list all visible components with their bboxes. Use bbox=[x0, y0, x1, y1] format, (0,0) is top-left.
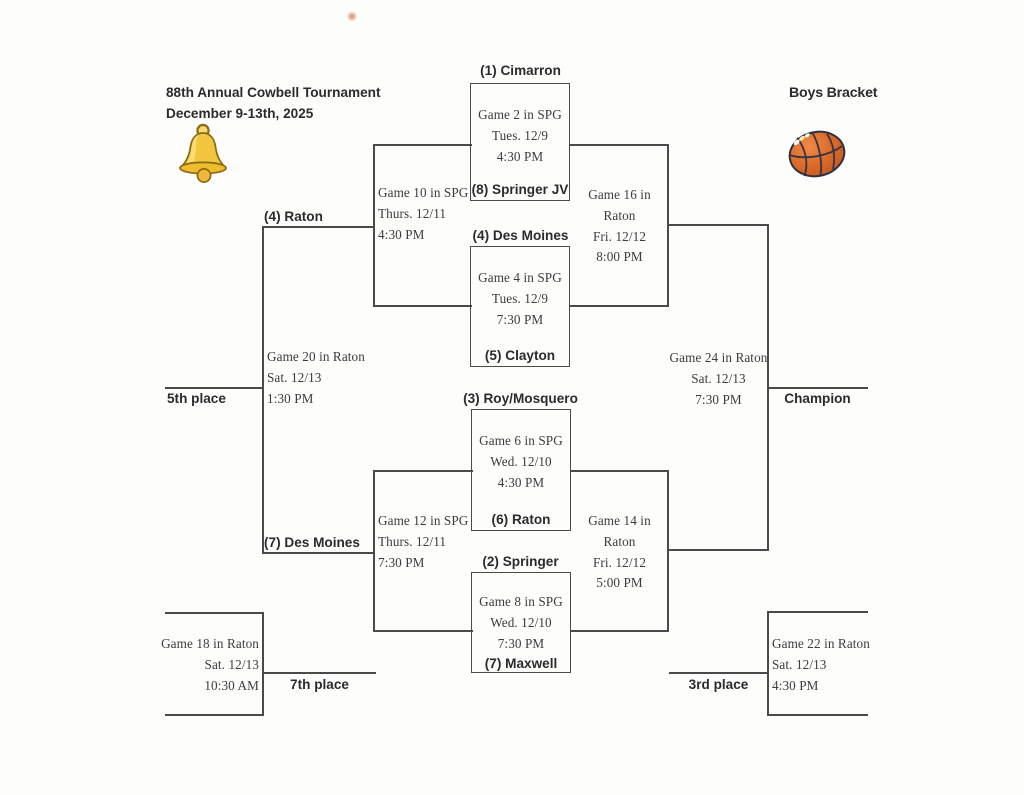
bracket-title: Boys Bracket bbox=[789, 85, 878, 101]
game-24-label: Game 24 in Raton Sat. 12/13 7:30 PM bbox=[669, 348, 768, 410]
seed-raton-semifinal: (4) Raton bbox=[264, 209, 323, 224]
game-16-label: Game 16 in Raton Fri. 12/12 8:00 PM bbox=[571, 185, 668, 268]
game-8-date: Wed. 12/10 bbox=[490, 614, 552, 630]
game-4-date: Tues. 12/9 bbox=[491, 290, 549, 306]
game-10-time: 4:30 PM bbox=[378, 226, 425, 242]
line-game4-winner-left bbox=[374, 305, 472, 307]
game-18-time: 10:30 AM bbox=[204, 677, 259, 693]
game-6-time: 4:30 PM bbox=[497, 474, 545, 490]
seed-cimarron: (1) Cimarron bbox=[480, 63, 561, 78]
tournament-title: 88th Annual Cowbell Tournament bbox=[166, 85, 381, 100]
line-game2-winner-right bbox=[569, 144, 669, 146]
game-10-date: Thurs. 12/11 bbox=[378, 205, 447, 221]
game-14-date: Fri. 12/12 bbox=[592, 554, 647, 570]
line-game14-winner bbox=[668, 549, 769, 551]
seventh-place-label: 7th place bbox=[290, 677, 349, 692]
game-6-location: Game 6 in SPG bbox=[479, 433, 563, 448]
game-8-location: Game 8 in SPG bbox=[479, 594, 563, 609]
line-champion bbox=[767, 387, 868, 389]
game-22-date: Sat. 12/13 bbox=[772, 656, 827, 672]
game-24-time: 7:30 PM bbox=[695, 391, 742, 407]
cowbell-icon bbox=[179, 123, 227, 183]
line-game16-bracket bbox=[667, 144, 669, 307]
game-12-date: Thurs. 12/11 bbox=[378, 533, 447, 549]
fifth-place-label: 5th place bbox=[167, 391, 226, 406]
game-24-date: Sat. 12/13 bbox=[691, 370, 746, 386]
game-8-details: Game 8 in SPG Wed. 12/10 7:30 PM bbox=[472, 592, 570, 654]
game-2-details: Game 2 in SPG Tues. 12/9 4:30 PM bbox=[471, 105, 569, 167]
line-seventh-top bbox=[165, 612, 264, 614]
game-2-time: 4:30 PM bbox=[496, 148, 544, 164]
line-desmoines-semifinal bbox=[263, 552, 375, 554]
line-game8-winner-right bbox=[570, 630, 669, 632]
game-16-time: 8:00 PM bbox=[596, 249, 643, 265]
game-14-label: Game 14 in Raton Fri. 12/12 5:00 PM bbox=[571, 511, 668, 594]
line-game6-winner-left bbox=[374, 470, 473, 472]
game-20-label: Game 20 in Raton Sat. 12/13 1:30 PM bbox=[267, 347, 377, 409]
line-game6-winner-right bbox=[570, 470, 669, 472]
game-6-details: Game 6 in SPG Wed. 12/10 4:30 PM bbox=[472, 431, 570, 493]
line-seventh-place bbox=[263, 672, 376, 674]
line-seventh-bottom bbox=[165, 714, 264, 716]
game-8-box: Game 8 in SPG Wed. 12/10 7:30 PM (7) Max… bbox=[471, 572, 571, 673]
game-20-time: 1:30 PM bbox=[267, 390, 314, 406]
line-game18-bracket bbox=[262, 612, 264, 716]
line-game16-winner bbox=[668, 224, 769, 226]
game-6-date: Wed. 12/10 bbox=[490, 453, 552, 469]
line-game20-bracket bbox=[262, 226, 264, 554]
line-raton-semifinal bbox=[263, 226, 375, 228]
game-4-box: Game 4 in SPG Tues. 12/9 7:30 PM (5) Cla… bbox=[470, 246, 570, 367]
line-game22-bracket bbox=[767, 611, 769, 716]
seed-springer-2: (2) Springer bbox=[482, 554, 559, 569]
seed-des-moines-4: (4) Des Moines bbox=[472, 228, 569, 243]
game-2-date: Tues. 12/9 bbox=[491, 127, 549, 143]
line-game10-bracket bbox=[373, 144, 375, 307]
game-16-location: Game 16 in Raton bbox=[588, 187, 651, 223]
game-18-location: Game 18 in Raton bbox=[161, 636, 259, 651]
line-third-place bbox=[669, 672, 768, 674]
seed-raton-6: (6) Raton bbox=[491, 512, 551, 527]
game-2-location: Game 2 in SPG bbox=[478, 107, 562, 122]
game-12-time: 7:30 PM bbox=[378, 554, 425, 570]
game-22-time: 4:30 PM bbox=[772, 677, 819, 693]
game-2-box: Game 2 in SPG Tues. 12/9 4:30 PM (8) Spr… bbox=[470, 83, 570, 201]
game-16-date: Fri. 12/12 bbox=[592, 228, 647, 244]
game-10-label: Game 10 in SPG Thurs. 12/11 4:30 PM bbox=[378, 183, 473, 245]
line-game8-winner-left bbox=[374, 630, 473, 632]
game-10-location: Game 10 in SPG bbox=[378, 185, 469, 200]
game-12-label: Game 12 in SPG Thurs. 12/11 7:30 PM bbox=[378, 511, 473, 573]
seed-springer-jv: (8) Springer JV bbox=[471, 182, 569, 197]
seed-maxwell: (7) Maxwell bbox=[484, 656, 558, 671]
game-24-location: Game 24 in Raton bbox=[669, 350, 768, 365]
game-22-location: Game 22 in Raton bbox=[772, 636, 870, 651]
line-game12-bracket bbox=[373, 470, 375, 632]
line-game14-bracket bbox=[667, 470, 669, 632]
game-4-location: Game 4 in SPG bbox=[478, 270, 562, 285]
game-14-location: Game 14 in Raton bbox=[588, 513, 651, 549]
seed-clayton: (5) Clayton bbox=[484, 348, 556, 363]
third-place-label: 3rd place bbox=[688, 677, 749, 692]
game-20-location: Game 20 in Raton bbox=[267, 349, 365, 364]
game-18-date: Sat. 12/13 bbox=[204, 656, 259, 672]
line-third-top bbox=[767, 611, 868, 613]
game-22-label: Game 22 in Raton Sat. 12/13 4:30 PM bbox=[772, 634, 872, 696]
seed-roy-mosquero: (3) Roy/Mosquero bbox=[463, 391, 578, 406]
line-game2-winner-left bbox=[374, 144, 472, 146]
line-fifth-place bbox=[165, 387, 264, 389]
game-12-location: Game 12 in SPG bbox=[378, 513, 469, 528]
game-20-date: Sat. 12/13 bbox=[267, 369, 322, 385]
line-game4-winner-right bbox=[569, 305, 669, 307]
game-4-time: 7:30 PM bbox=[496, 311, 544, 327]
seed-desmoines-semifinal: (7) Des Moines bbox=[264, 535, 360, 550]
line-third-bottom bbox=[767, 714, 868, 716]
game-14-time: 5:00 PM bbox=[596, 575, 643, 591]
scan-artifact bbox=[347, 11, 357, 21]
game-4-details: Game 4 in SPG Tues. 12/9 7:30 PM bbox=[471, 268, 569, 330]
game-8-time: 7:30 PM bbox=[497, 635, 545, 651]
champion-label: Champion bbox=[784, 391, 851, 406]
game-18-label: Game 18 in Raton Sat. 12/13 10:30 AM bbox=[149, 634, 259, 696]
basketball-icon bbox=[788, 130, 846, 178]
game-6-box: Game 6 in SPG Wed. 12/10 4:30 PM (6) Rat… bbox=[471, 409, 571, 531]
tournament-dates: December 9-13th, 2025 bbox=[166, 106, 314, 121]
